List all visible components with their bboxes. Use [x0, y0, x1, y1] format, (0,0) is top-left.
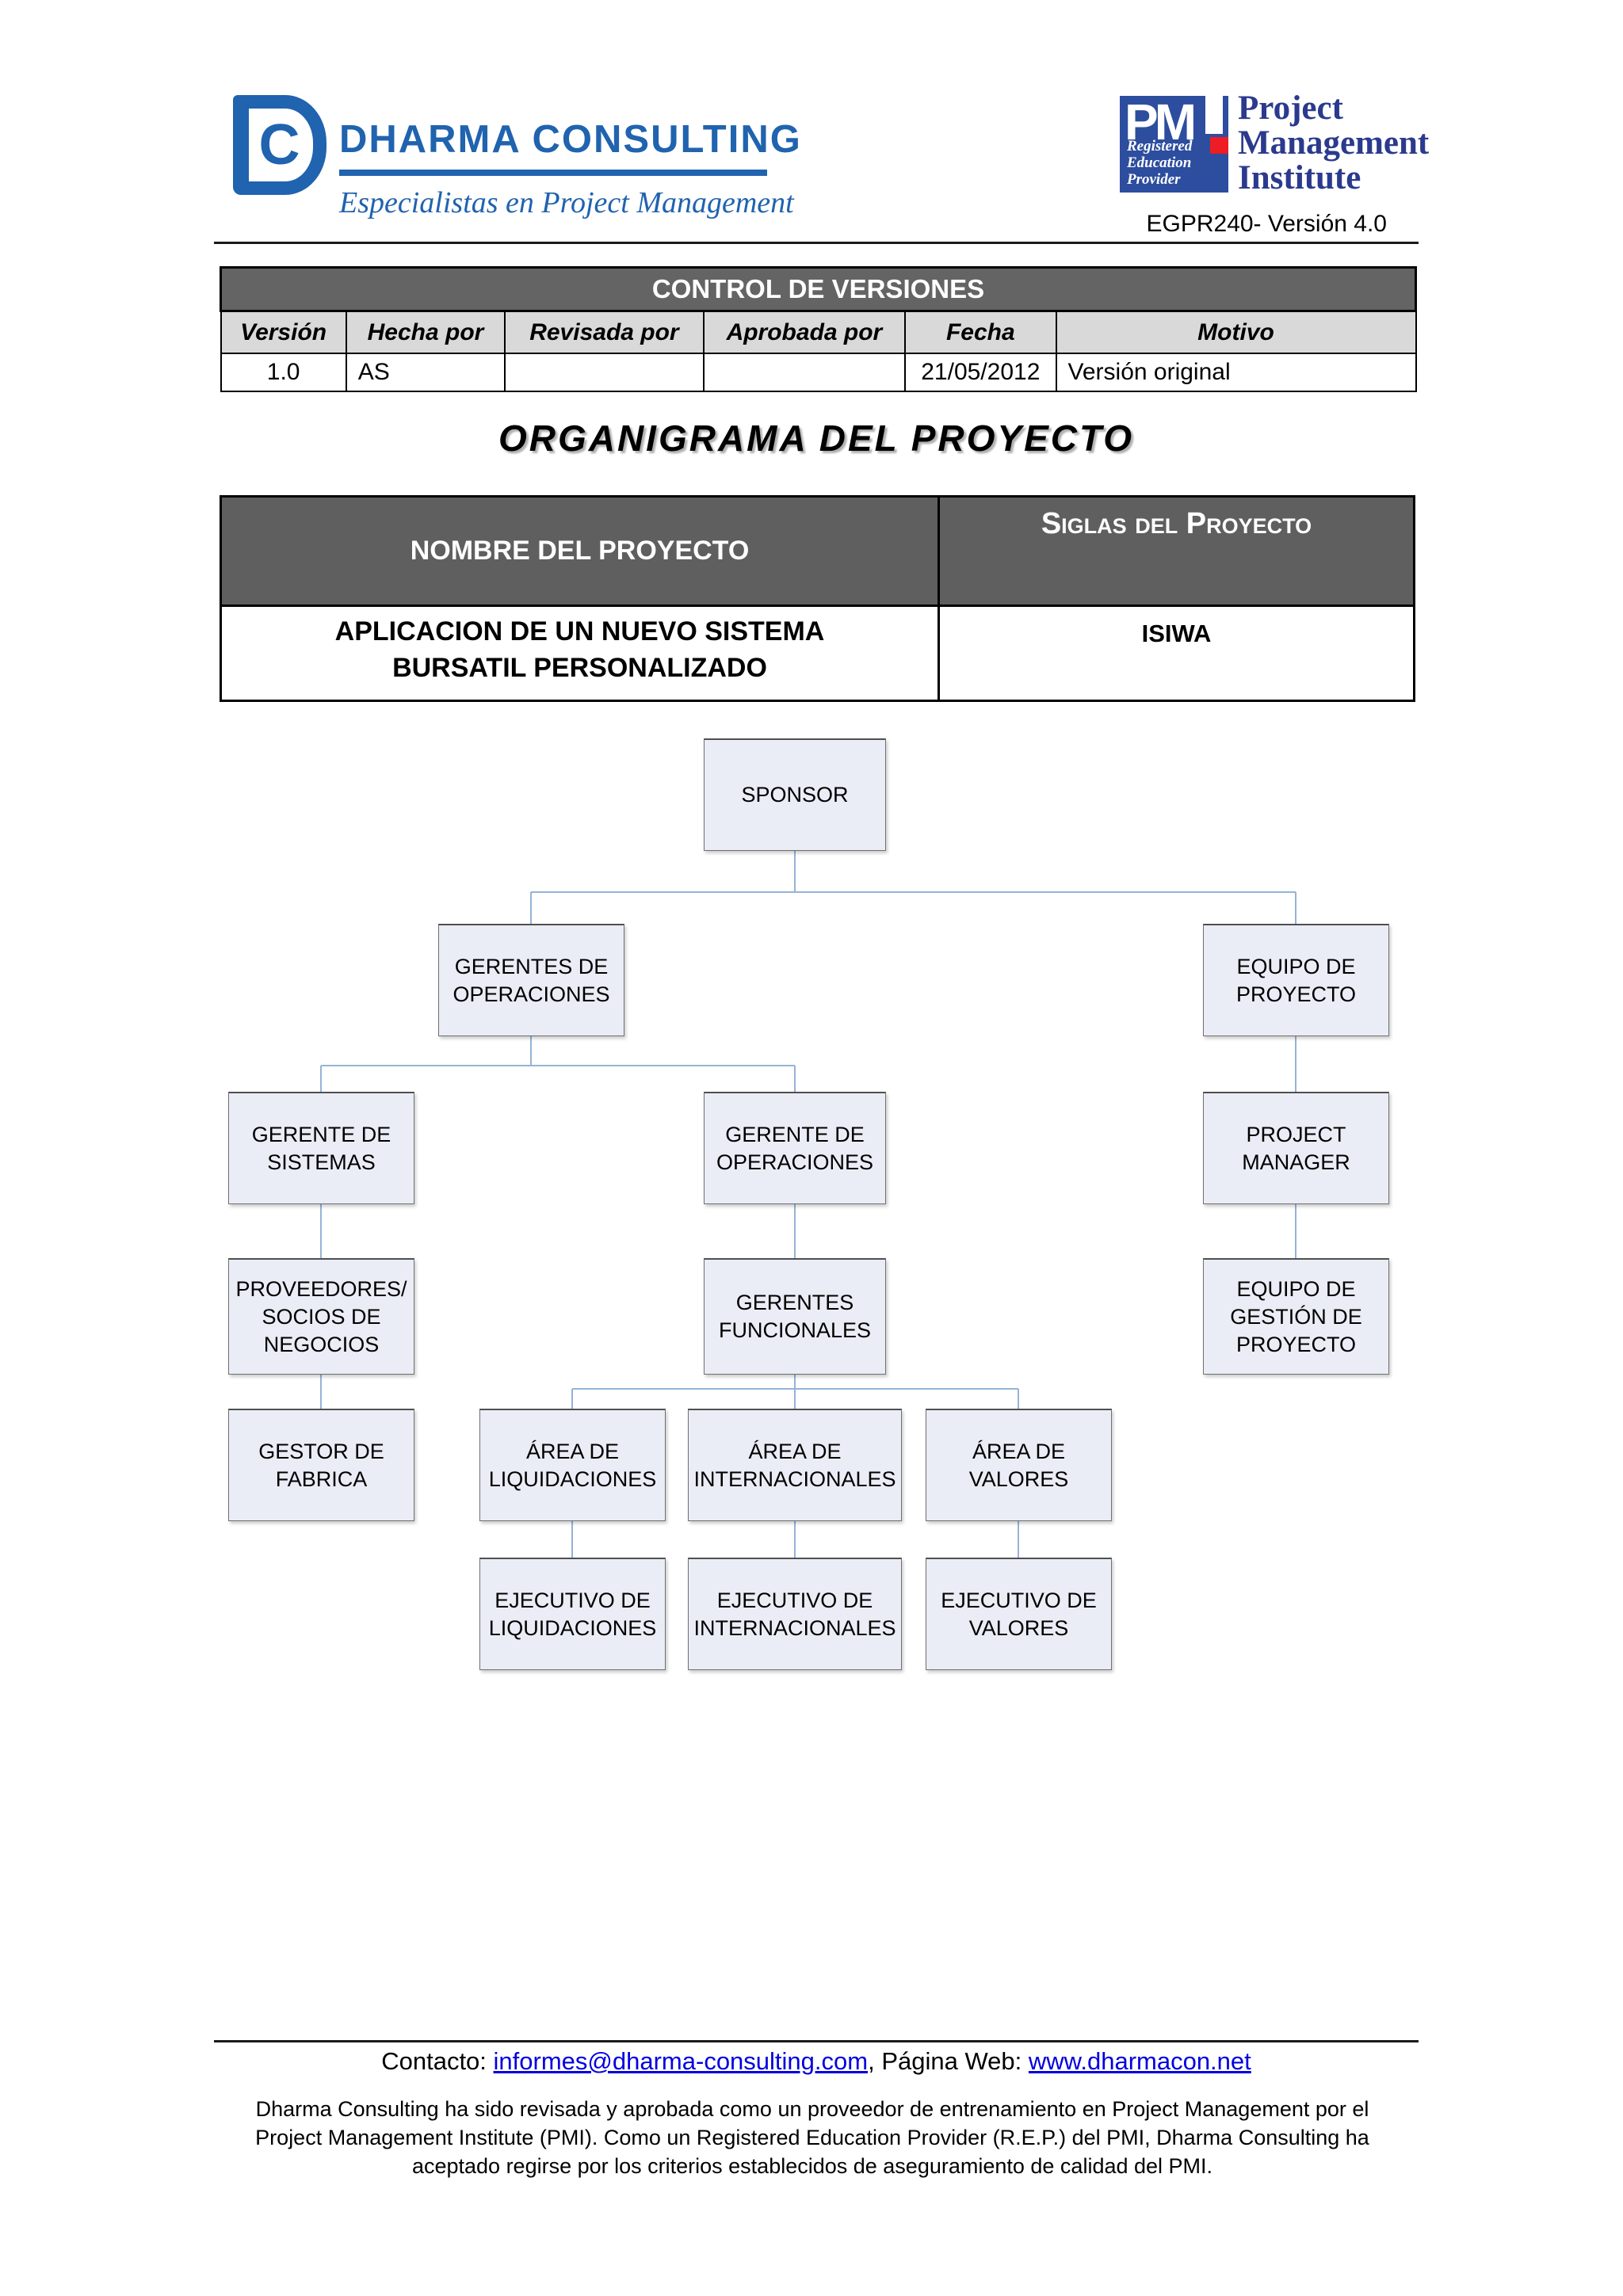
- dharma-logo-text: DHARMA CONSULTING Especialistas en Proje…: [339, 95, 802, 220]
- pmi-institute-line: Management: [1238, 124, 1430, 162]
- web-label: Página Web:: [881, 2047, 1022, 2075]
- table-row: 1.0 AS 21/05/2012 Versión original: [220, 353, 1417, 392]
- org-node-project-manager: PROJECT MANAGER: [1203, 1092, 1389, 1204]
- brand-underline: [339, 170, 767, 176]
- brand-tagline: Especialistas en Project Management: [339, 186, 794, 219]
- project-code-value: ISIWA: [938, 605, 1415, 702]
- pmi-institute-line: Institute: [1238, 159, 1361, 196]
- footer-rule: [214, 2040, 1419, 2042]
- pmi-rep-line: Education: [1127, 154, 1192, 171]
- project-name-value: APLICACION DE UN NUEVO SISTEMA BURSATIL …: [220, 605, 940, 702]
- cell-date: 21/05/2012: [904, 353, 1057, 392]
- pmi-i-bar-icon: [1205, 96, 1223, 134]
- pmi-pm-letters: PM: [1125, 93, 1197, 151]
- org-node-sponsor: SPONSOR: [704, 738, 886, 851]
- project-name-text: APLICACION DE UN NUEVO SISTEMA BURSATIL …: [334, 616, 825, 683]
- cell-reason: Versión original: [1055, 353, 1417, 392]
- dc-emblem-letter: C: [258, 113, 300, 177]
- pmi-logo: PM Registered Education Provider Project…: [1120, 91, 1429, 196]
- page-title: ORGANIGRAMA DEL PROYECTO: [498, 418, 1135, 459]
- org-node-gerentes-funcionales: GERENTES FUNCIONALES: [704, 1258, 886, 1375]
- org-node-gestor-de-fabrica: GESTOR DE FABRICA: [228, 1409, 414, 1521]
- org-node-ejecutivo-de-internacionales: EJECUTIVO DE INTERNACIONALES: [688, 1558, 902, 1670]
- contact-separator: ,: [868, 2047, 875, 2075]
- col-header-version: Versión: [220, 310, 347, 354]
- project-name-header: NOMBRE DEL PROYECTO: [220, 495, 940, 607]
- contact-label: Contacto:: [381, 2047, 487, 2075]
- cell-reviewed: [504, 353, 705, 392]
- version-control-table: CONTROL DE VERSIONES Versión Hecha por R…: [220, 266, 1417, 392]
- org-node-ejecutivo-de-valores: EJECUTIVO DE VALORES: [926, 1558, 1112, 1670]
- doc-code: EGPR240- Versión 4.0: [1146, 211, 1387, 237]
- pmi-institute-text: Project Management Institute: [1238, 91, 1429, 196]
- org-node-proveedores-socios: PROVEEDORES/ SOCIOS DE NEGOCIOS: [228, 1258, 414, 1375]
- contact-email-link[interactable]: informes@dharma-consulting.com: [493, 2047, 869, 2075]
- col-header-hecha-por: Hecha por: [345, 310, 506, 354]
- col-header-motivo: Motivo: [1055, 310, 1417, 354]
- cell-approved: [702, 353, 907, 392]
- header-rule: [214, 242, 1419, 244]
- org-node-area-de-valores: ÁREA DE VALORES: [926, 1409, 1112, 1521]
- col-header-aprobada-por: Aprobada por: [702, 310, 907, 354]
- org-node-area-de-internacionales: ÁREA DE INTERNACIONALES: [688, 1409, 902, 1521]
- cell-author: AS: [345, 353, 506, 392]
- footer-disclaimer: Dharma Consulting ha sido revisada y apr…: [255, 2097, 1369, 2178]
- pmi-rep-line: Provider: [1127, 171, 1181, 188]
- org-chart: SPONSOR GERENTES DE OPERACIONES EQUIPO D…: [0, 737, 1623, 1695]
- project-name-table: NOMBRE DEL PROYECTO Siglas del Proyecto …: [220, 495, 1415, 702]
- pmi-red-square-icon: [1210, 137, 1228, 154]
- org-node-equipo-de-proyecto: EQUIPO DE PROYECTO: [1203, 924, 1389, 1036]
- org-node-gerente-de-operaciones: GERENTE DE OPERACIONES: [704, 1092, 886, 1204]
- brand-name: DHARMA CONSULTING: [339, 118, 802, 161]
- pmi-mark-icon: PM Registered Education Provider: [1120, 93, 1228, 193]
- col-header-revisada-por: Revisada por: [504, 310, 705, 354]
- org-node-area-de-liquidaciones: ÁREA DE LIQUIDACIONES: [479, 1409, 666, 1521]
- org-node-equipo-de-gestion: EQUIPO DE GESTIÓN DE PROYECTO: [1203, 1258, 1389, 1375]
- footer-contact: Contacto: informes@dharma-consulting.com…: [214, 2047, 1419, 2076]
- col-header-fecha: Fecha: [904, 310, 1057, 354]
- website-link[interactable]: www.dharmacon.net: [1028, 2047, 1251, 2075]
- org-node-ejecutivo-de-liquidaciones: EJECUTIVO DE LIQUIDACIONES: [479, 1558, 666, 1670]
- pmi-rep-line: Registered: [1127, 138, 1193, 154]
- org-node-gerente-de-sistemas: GERENTE DE SISTEMAS: [228, 1092, 414, 1204]
- dc-emblem-icon: C: [233, 95, 327, 195]
- org-chart-connectors: [320, 851, 1296, 1558]
- org-node-gerentes-de-operaciones: GERENTES DE OPERACIONES: [438, 924, 624, 1036]
- version-table-title: CONTROL DE VERSIONES: [220, 266, 1417, 312]
- pmi-institute-line: Project: [1238, 90, 1343, 127]
- cell-version: 1.0: [220, 353, 347, 392]
- dharma-logo: C DHARMA CONSULTING Especialistas en Pro…: [233, 95, 802, 220]
- project-code-header: Siglas del Proyecto: [938, 495, 1415, 607]
- pmi-rep-text: Registered Education Provider: [1127, 138, 1192, 188]
